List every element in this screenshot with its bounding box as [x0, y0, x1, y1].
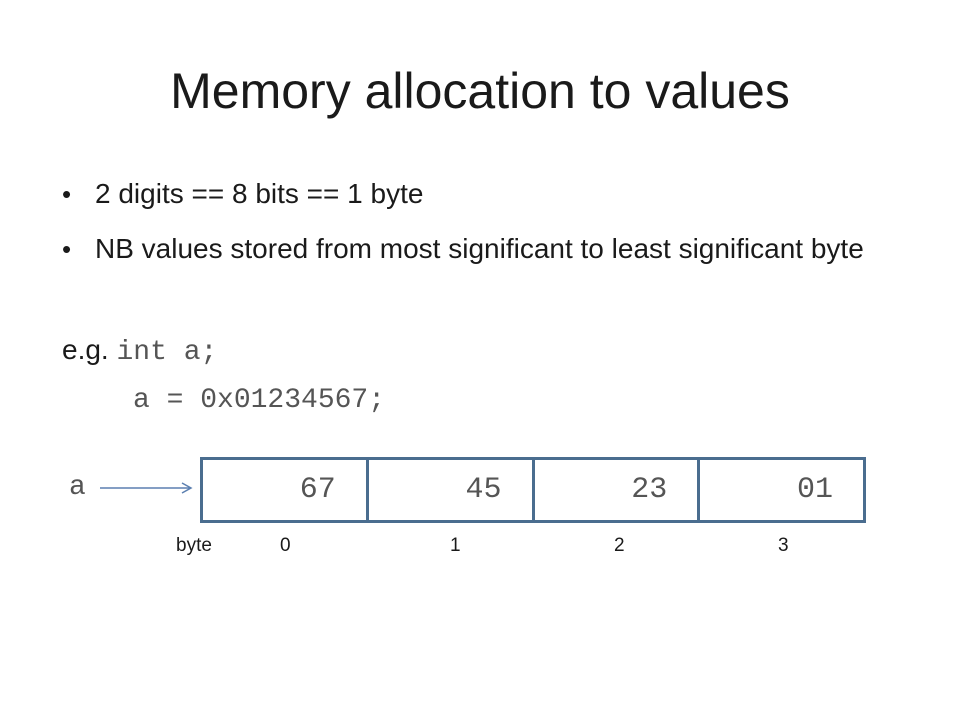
byte-index: 0	[280, 535, 291, 556]
variable-label: a	[69, 472, 86, 503]
memory-cells: 67 45 23 01	[200, 457, 866, 523]
bullet-item: • NB values stored from most significant…	[62, 231, 922, 267]
bullet-item: • 2 digits == 8 bits == 1 byte	[62, 176, 922, 212]
code-declaration: int a;	[116, 337, 218, 368]
byte-label: byte	[176, 535, 212, 556]
pointer-arrow-icon	[100, 482, 193, 494]
bullet-list: • 2 digits == 8 bits == 1 byte • NB valu…	[62, 176, 922, 286]
example-prefix: e.g.	[62, 334, 109, 365]
memory-cell: 45	[365, 457, 535, 523]
slide-title: Memory allocation to values	[170, 63, 790, 119]
cell-value: 67	[299, 473, 336, 507]
bullet-dot-icon: •	[62, 179, 72, 209]
memory-cell: 23	[531, 457, 701, 523]
cell-value: 01	[796, 473, 833, 507]
bullet-dot-icon: •	[62, 234, 72, 264]
example-line: e.g. int a;	[62, 332, 217, 371]
cell-value: 45	[465, 473, 502, 507]
bullet-text: NB values stored from most significant t…	[95, 233, 864, 264]
byte-index: 3	[778, 535, 789, 556]
byte-index: 1	[450, 535, 461, 556]
bullet-text: 2 digits == 8 bits == 1 byte	[95, 178, 424, 209]
memory-cell: 67	[200, 457, 369, 523]
memory-cell: 01	[697, 457, 866, 523]
code-assignment: a = 0x01234567;	[133, 385, 386, 416]
cell-value: 23	[631, 473, 668, 507]
byte-index: 2	[614, 535, 625, 556]
